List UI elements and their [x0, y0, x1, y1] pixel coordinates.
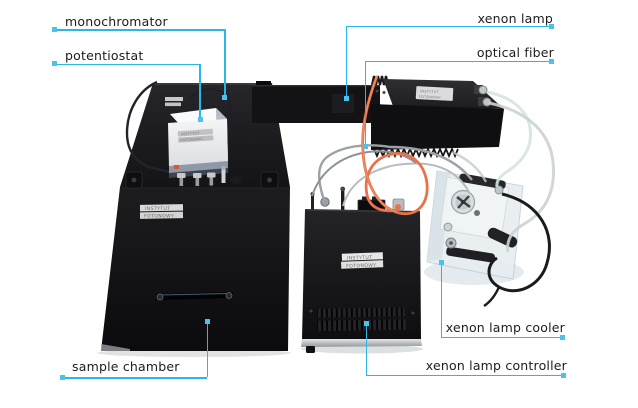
- power-cable: [487, 192, 551, 293]
- controller-label-sticker: INSTYTUT FOTONOWY: [341, 252, 384, 270]
- leader-line: [54, 29, 225, 31]
- label-xenon-lamp-cooler: xenon lamp cooler: [445, 320, 565, 335]
- leader-dot: [60, 375, 65, 380]
- potentiostat-label-sticker: INSTYTUT FOTONOWY: [177, 128, 214, 143]
- svg-text:FOTONOWY: FOTONOWY: [346, 262, 376, 269]
- label-optical-fiber: optical fiber: [476, 45, 554, 60]
- leader-line: [62, 377, 207, 379]
- leader-dot: [549, 58, 554, 64]
- power-cable: [483, 286, 501, 307]
- svg-text:FOTONOWY: FOTONOWY: [180, 137, 203, 143]
- xenon-lamp-cooler: [426, 170, 524, 280]
- controller-vents: [316, 307, 407, 332]
- optical-fiber-cable: [361, 75, 429, 216]
- leader-line: [364, 60, 366, 145]
- label-xenon-lamp: xenon lamp: [477, 11, 553, 26]
- label-xenon-lamp-controller: xenon lamp controller: [425, 358, 567, 373]
- leader-dot: [343, 96, 349, 101]
- monochromator-arm: [252, 81, 380, 123]
- lamp-label-sticker: INSTYTUT FOTONOWY: [415, 86, 454, 101]
- label-potentiostat: potentiostat: [65, 48, 144, 63]
- label-sample-chamber: sample chamber: [72, 359, 180, 374]
- lamp-coolant-fittings: [474, 85, 492, 107]
- label-monochromator: monochromator: [65, 14, 168, 29]
- leader-line: [365, 374, 562, 376]
- leader-dot: [549, 23, 554, 29]
- leader-dot: [363, 320, 369, 326]
- svg-text:INSTYTUT: INSTYTUT: [420, 89, 440, 94]
- leader-dot: [198, 117, 203, 122]
- svg-text:FOTONOWY: FOTONOWY: [144, 214, 174, 220]
- leader-dot: [52, 61, 57, 66]
- cooler-cap: [487, 227, 518, 248]
- leader-dot: [560, 334, 565, 340]
- leader-dot: [204, 319, 210, 324]
- coolant-tube: [486, 90, 533, 188]
- bnc-connectors: [177, 165, 242, 186]
- leader-line: [199, 63, 201, 118]
- leader-dot: [52, 27, 57, 32]
- leader-dot: [222, 95, 227, 100]
- leader-line: [364, 60, 552, 62]
- leader-dot: [561, 372, 566, 378]
- chamber-door-handle: [156, 292, 233, 301]
- leader-line: [440, 262, 442, 337]
- leader-line: [440, 336, 562, 338]
- leader-line: [345, 25, 347, 98]
- svg-text:INSTYTUT: INSTYTUT: [181, 131, 201, 136]
- coolant-tube: [451, 150, 488, 183]
- leader-dot: [438, 259, 444, 265]
- leader-line: [224, 29, 226, 97]
- deck-sticker: [165, 102, 181, 107]
- svg-text:FOTONOWY: FOTONOWY: [419, 95, 442, 100]
- svg-text:INSTYTUT: INSTYTUT: [145, 206, 171, 212]
- deck-clamps: [125, 171, 279, 189]
- leader-line: [54, 63, 200, 65]
- cooler-grip: [446, 246, 495, 263]
- leader-dot: [362, 144, 368, 149]
- svg-text:INSTYTUT: INSTYTUT: [347, 255, 373, 262]
- coolant-tube: [488, 101, 555, 253]
- xenon-lamp-controller: INSTYTUT FOTONOWY: [301, 186, 422, 353]
- chamber-label-sticker: INSTYTUT FOTONOWY: [139, 204, 184, 220]
- cooler-pump: [450, 189, 476, 215]
- leader-line: [206, 321, 208, 377]
- deck-sticker: [165, 97, 183, 101]
- xenon-lamp-housing: INSTYTUT FOTONOWY: [370, 75, 504, 159]
- controller-base-strip: [301, 339, 422, 347]
- potentiostat-cable: [125, 80, 173, 175]
- gray-cable: [311, 150, 417, 197]
- leader-line: [365, 323, 367, 375]
- leader-line: [345, 25, 552, 27]
